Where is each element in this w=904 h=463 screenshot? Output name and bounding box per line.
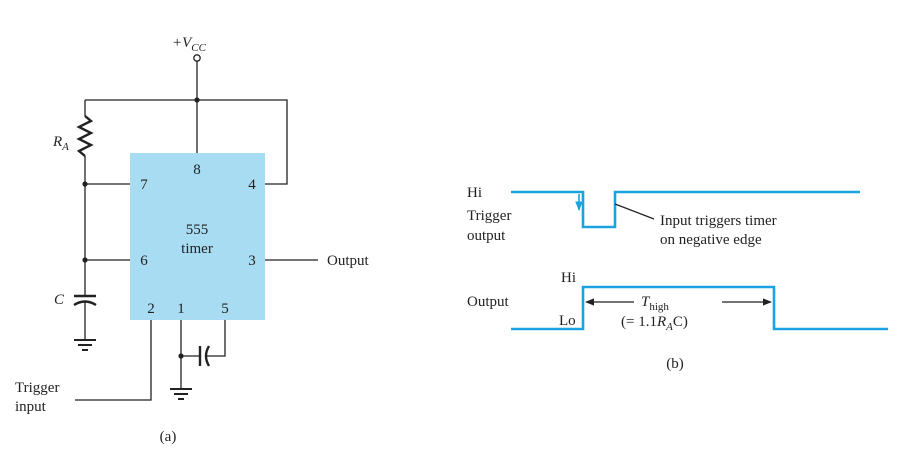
pin-4-label: 4 bbox=[248, 177, 256, 193]
t-high-label: Thigh bbox=[641, 294, 669, 313]
output-lo-label: Lo bbox=[559, 313, 576, 329]
resistor-label: RA bbox=[52, 134, 69, 153]
output-waveform bbox=[511, 285, 888, 331]
trigger-waveform bbox=[511, 190, 860, 229]
pin-5-label: 5 bbox=[221, 301, 229, 317]
vcc-terminal bbox=[193, 54, 201, 62]
timer-chip bbox=[130, 153, 265, 320]
waveform-diagram: Hi Trigger output Input triggers timer o… bbox=[467, 185, 888, 372]
pin-7-label: 7 bbox=[140, 177, 148, 193]
annotation-line1: Input triggers timer bbox=[660, 213, 777, 229]
pin-8-label: 8 bbox=[193, 162, 201, 178]
resistor-ra bbox=[76, 115, 94, 157]
t-high-formula: (= 1.1RAC) bbox=[621, 314, 688, 333]
caption-b: (b) bbox=[666, 356, 684, 372]
annotation-line2: on negative edge bbox=[660, 232, 762, 248]
chip-name: 555 bbox=[186, 222, 209, 238]
chip-type: timer bbox=[181, 241, 213, 257]
caption-a: (a) bbox=[160, 429, 177, 445]
output-label: Output bbox=[327, 253, 370, 269]
trigger-hi-label: Hi bbox=[467, 185, 482, 201]
pin-6-label: 6 bbox=[140, 253, 148, 269]
trigger-output-label-line2: output bbox=[467, 228, 506, 244]
circuit-schematic: +VCC RA C 555 timer 8 7 4 6 3 2 1 5 Outp… bbox=[15, 35, 370, 445]
trigger-label-line1: Trigger bbox=[15, 380, 59, 396]
ground-center bbox=[170, 388, 192, 400]
ground-left bbox=[74, 339, 96, 351]
trigger-output-label-line1: Trigger bbox=[467, 208, 511, 224]
capacitor-label: C bbox=[54, 292, 65, 308]
vcc-label: +VCC bbox=[172, 35, 207, 54]
pin-1-label: 1 bbox=[177, 301, 185, 317]
trigger-label-line2: input bbox=[15, 399, 47, 415]
pin-2-label: 2 bbox=[147, 301, 155, 317]
pin-3-label: 3 bbox=[248, 253, 256, 269]
output-hi-label: Hi bbox=[561, 270, 576, 286]
output-waveform-label: Output bbox=[467, 294, 510, 310]
